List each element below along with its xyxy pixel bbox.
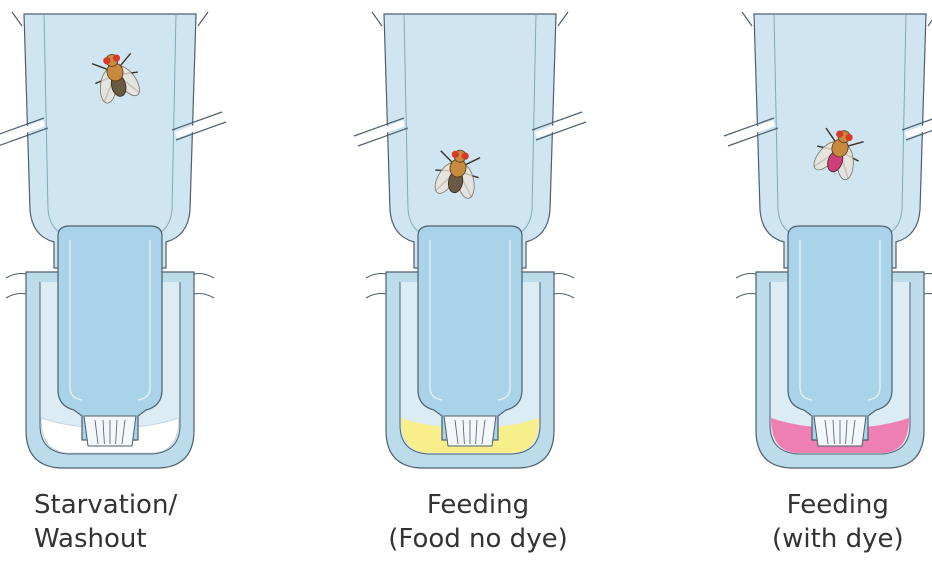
caption-starvation: Starvation/ Washout bbox=[34, 488, 177, 556]
feeding-tip bbox=[814, 416, 866, 446]
inner-tube bbox=[58, 226, 162, 440]
caption-feeding-no-dye: Feeding (Food no dye) bbox=[380, 488, 576, 556]
tube-assembly-feeding-no-dye bbox=[354, 12, 586, 468]
inner-tube bbox=[418, 226, 522, 440]
caption-feeding-with-dye-line-2: (with dye) bbox=[772, 522, 904, 556]
caption-feeding-with-dye-line-1: Feeding bbox=[772, 488, 904, 522]
caption-feeding-no-dye-line-1: Feeding bbox=[380, 488, 576, 522]
caption-starvation-line-2: Washout bbox=[34, 522, 177, 556]
inner-tube bbox=[788, 226, 892, 440]
tube-assembly-feeding-with-dye bbox=[724, 12, 932, 468]
feeding-tip bbox=[84, 416, 136, 446]
caption-feeding-no-dye-line-2: (Food no dye) bbox=[380, 522, 576, 556]
caption-starvation-line-1: Starvation/ bbox=[34, 488, 177, 522]
feeding-tip bbox=[444, 416, 496, 446]
caption-feeding-with-dye: Feeding (with dye) bbox=[772, 488, 904, 556]
